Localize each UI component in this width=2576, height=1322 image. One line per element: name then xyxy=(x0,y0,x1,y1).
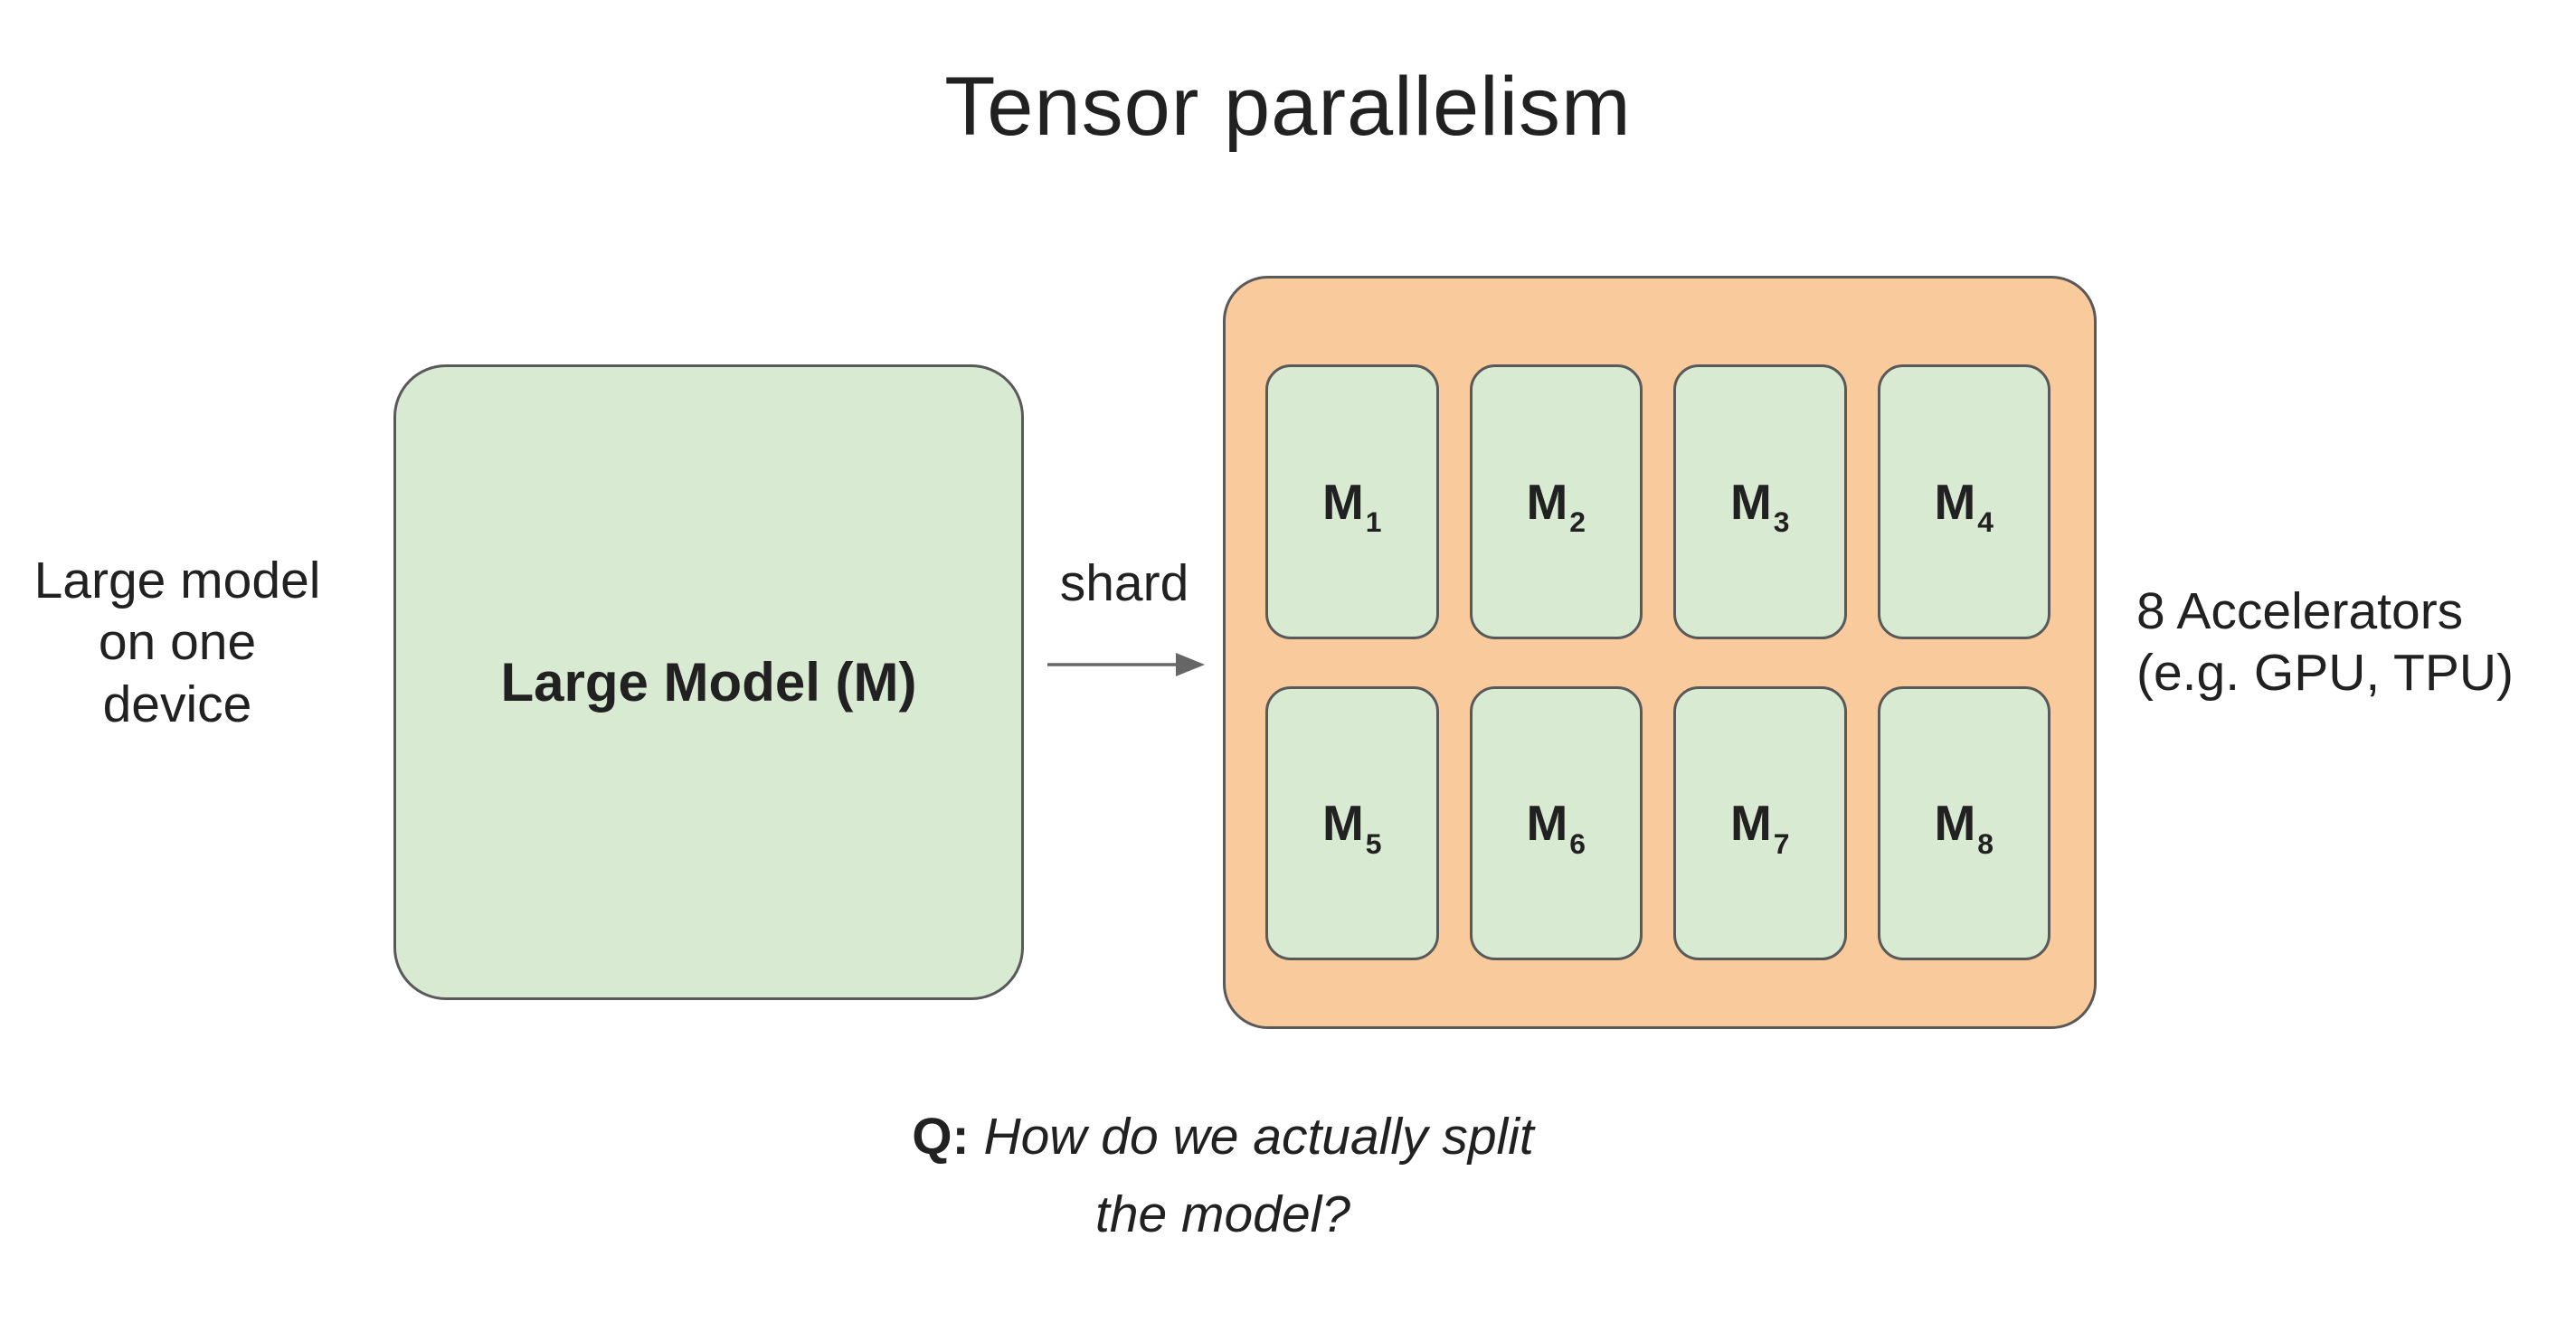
left-caption: Large model on one device xyxy=(0,550,355,735)
cell-label-subscript: 4 xyxy=(1977,505,1994,539)
question-prefix: Q: xyxy=(912,1108,970,1166)
cell-label: M xyxy=(1526,473,1568,530)
large-model-label: Large Model (M) xyxy=(500,652,917,713)
cell-label-subscript: 7 xyxy=(1773,826,1790,860)
right-caption: 8 Accelerators (e.g. GPU, TPU) xyxy=(2136,581,2514,704)
cell-label-subscript: 5 xyxy=(1365,826,1382,860)
cell-label-subscript: 1 xyxy=(1365,505,1382,539)
question-line-1: Q: How do we actually split xyxy=(861,1099,1585,1176)
cell-label-subscript: 6 xyxy=(1569,826,1586,860)
cell-label: M xyxy=(1729,473,1772,530)
question-space xyxy=(970,1108,984,1166)
shard-label: shard xyxy=(1059,554,1189,612)
cell-label-subscript: 3 xyxy=(1773,505,1790,539)
cell-label: M xyxy=(1729,795,1772,852)
cell-label: M xyxy=(1934,473,1976,530)
shard-arrow-icon xyxy=(1040,642,1221,687)
question-line-2: the model? xyxy=(1094,1185,1351,1243)
cell-label: M xyxy=(1321,795,1364,852)
question-line1-text: How do we actually split xyxy=(983,1108,1534,1166)
cell-label-subscript: 8 xyxy=(1977,826,1994,860)
left-caption-line: device xyxy=(102,675,252,733)
cell-label: M xyxy=(1934,795,1976,852)
large-model-box: Large Model (M) xyxy=(393,364,1024,1000)
right-caption-line: (e.g. GPU, TPU) xyxy=(2136,644,2514,703)
left-caption-line: Large model xyxy=(33,552,321,609)
right-caption-line: 8 Accelerators xyxy=(2136,582,2464,640)
question-text: Q: How do we actually split the model? xyxy=(861,1099,1585,1253)
left-caption-line: on one xyxy=(98,613,257,672)
cell-label: M xyxy=(1526,795,1568,852)
page-title: Tensor parallelism xyxy=(944,61,1632,153)
cell-label: M xyxy=(1321,473,1364,530)
cell-label-subscript: 2 xyxy=(1569,505,1586,539)
